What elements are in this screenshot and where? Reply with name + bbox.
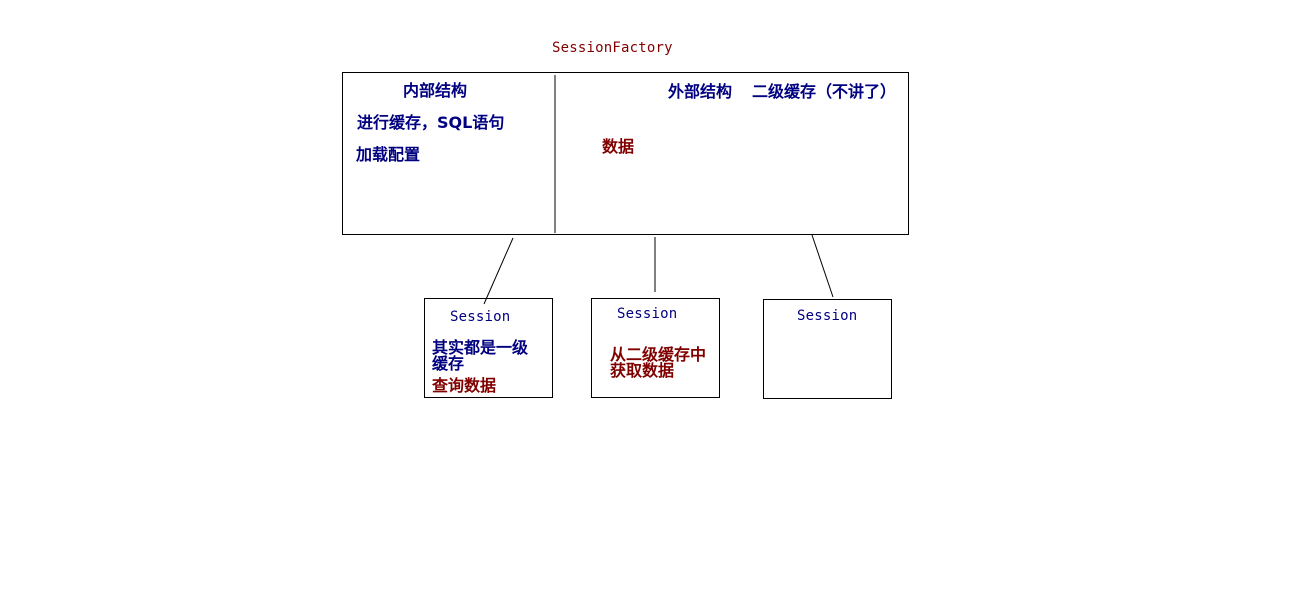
connector-session-1 <box>483 237 514 305</box>
session-box-2 <box>591 298 720 398</box>
session-1-note-line-1: 其实都是一级 <box>432 338 529 357</box>
second-level-cache-note: 二级缓存（不讲了） <box>752 82 897 101</box>
session-1-query-label: 查询数据 <box>432 376 497 395</box>
internal-load-config-text: 加载配置 <box>356 145 421 164</box>
session-factory-title: SessionFactory <box>552 40 673 56</box>
external-data-label: 数据 <box>602 137 635 156</box>
session-2-title: Session <box>617 306 678 322</box>
session-box-3 <box>763 299 892 399</box>
connector-session-3 <box>811 234 834 298</box>
session-1-note-line-2: 缓存 <box>432 354 465 373</box>
internal-cache-sql-text: 进行缓存，SQL语句 <box>357 113 505 132</box>
session-1-title: Session <box>450 309 511 325</box>
session-2-fetch-line-1: 从二级缓存中 <box>610 345 707 364</box>
session-2-fetch-line-2: 获取数据 <box>610 361 675 380</box>
external-structure-heading: 外部结构 <box>668 82 733 101</box>
internal-structure-heading: 内部结构 <box>403 81 468 100</box>
session-box-1 <box>424 298 553 398</box>
session-3-title: Session <box>797 308 858 324</box>
session-factory-box <box>342 72 909 235</box>
